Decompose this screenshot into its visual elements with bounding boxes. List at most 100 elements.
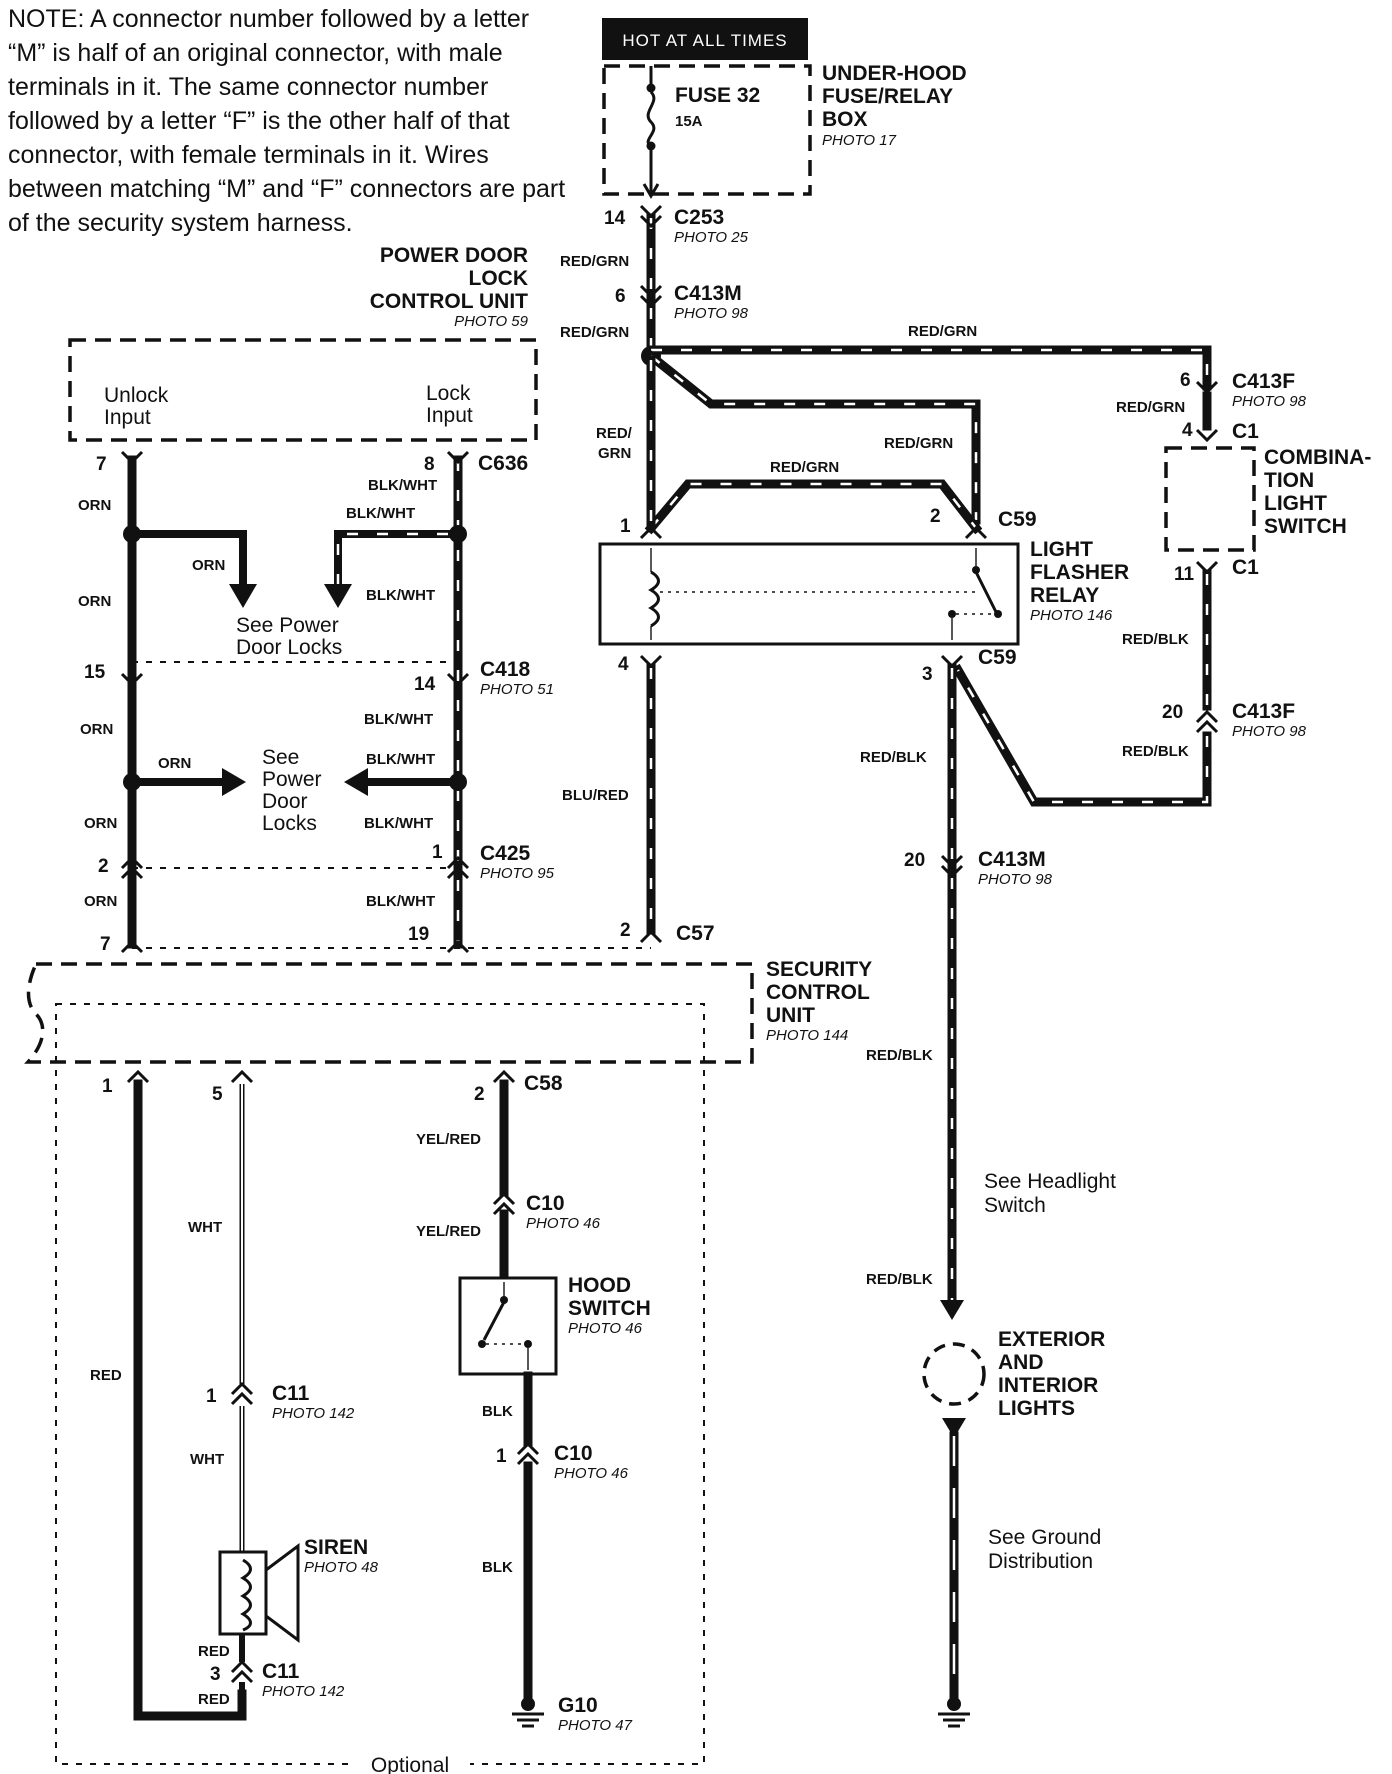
wire-label-blk-wht-2: BLK/WHT [346, 505, 415, 522]
c413f-top-photo: PHOTO 98 [1232, 393, 1307, 410]
wire-label-red-grn-top: RED/GRN [908, 323, 977, 340]
exterior-lights-title-2: AND [998, 1351, 1044, 1374]
door-lock-unit-title-2: LOCK [469, 267, 529, 290]
wire-red-grn-to-combo-stripe [651, 348, 1209, 386]
arrow-blk-wht-to-door-locks-1-stripe [336, 532, 448, 584]
ground-symbol-g10-icon [512, 1697, 544, 1728]
siren-photo: PHOTO 48 [304, 1559, 379, 1576]
c57-connector-icon [639, 929, 663, 944]
hood-switch-title-2: SWITCH [568, 1297, 651, 1320]
hood-switch-contact-left [478, 1340, 486, 1348]
wire-label-yel-red-1: YEL/RED [416, 1131, 481, 1148]
wire-label-blk-wht-6: BLK/WHT [364, 815, 433, 832]
c418-pin-14: 14 [414, 674, 436, 695]
relay-pin-2: 2 [930, 506, 941, 527]
wire-label-orn-2: ORN [192, 557, 225, 574]
security-unit-photo: PHOTO 144 [766, 1027, 848, 1044]
splice-orn-2 [123, 773, 141, 791]
wire-label-red-slash: RED/ [596, 425, 633, 442]
c418-pin-15: 15 [84, 662, 106, 683]
c413f-top-label: C413F [1232, 370, 1295, 393]
c413f-bottom-pin-20: 20 [1162, 702, 1183, 723]
c58-label: C58 [524, 1072, 563, 1095]
c11-bottom-label: C11 [262, 1660, 300, 1683]
wire-label-blk-2: BLK [482, 1559, 513, 1576]
c413f-top-pin-6: 6 [1180, 370, 1191, 391]
flasher-relay-photo: PHOTO 146 [1030, 607, 1113, 624]
security-unit-title-2: CONTROL [766, 981, 870, 1004]
c418-label: C418 [480, 658, 531, 681]
c636-pin8-icon [446, 450, 470, 465]
splice-blk-wht-2 [449, 773, 467, 791]
wire-label-orn-1: ORN [78, 497, 111, 514]
c59-bottom-label: C59 [978, 646, 1017, 669]
c413m-bottom-pin-20: 20 [904, 850, 925, 871]
wire-red-blk-combo-return [951, 663, 1212, 807]
hood-switch-photo: PHOTO 46 [568, 1320, 643, 1337]
c636-pin-8: 8 [424, 454, 435, 475]
relay-contact-arm-icon [974, 571, 998, 613]
c57-pin-2: 2 [620, 920, 631, 941]
wire-label-blk-1: BLK [482, 1403, 513, 1420]
see-headlight-line-1: See Headlight [984, 1170, 1116, 1193]
c253-photo: PHOTO 25 [674, 229, 749, 246]
c59-top-label: C59 [998, 508, 1037, 531]
lock-input-line-1: Lock [426, 382, 471, 405]
c413m-top-label: C413M [674, 282, 742, 305]
arrow-orn-head-2-icon [222, 768, 246, 796]
see-power-door-locks-1: See Power [236, 614, 339, 637]
arrow-orn-head-1-icon [229, 584, 257, 608]
fuse-terminal-top [646, 83, 656, 93]
security-pin-7: 7 [100, 934, 111, 955]
c11-top-connector-icon [230, 1381, 254, 1406]
wire-label-red-blk-2: RED/BLK [866, 1047, 933, 1064]
see-ground-line-1: See Ground [988, 1526, 1101, 1549]
c418-photo: PHOTO 51 [480, 681, 554, 698]
c11-top-photo: PHOTO 142 [272, 1405, 355, 1422]
fuse-terminal-bottom [646, 141, 656, 151]
security-control-unit-outline [24, 962, 754, 1064]
light-flasher-relay-box [598, 542, 1020, 646]
wire-label-red-blk-combo: RED/BLK [1122, 631, 1189, 648]
wire-label-blu-red: BLU/RED [562, 787, 629, 804]
siren-box [218, 1550, 268, 1636]
flasher-relay-title-2: FLASHER [1030, 561, 1129, 584]
security-unit-title-1: SECURITY [766, 958, 872, 981]
hood-switch-contact-right [524, 1340, 532, 1348]
c413f-bottom-connector-icon [1195, 709, 1219, 734]
combo-switch-title-3: LIGHT [1264, 492, 1327, 515]
relay-pin-1: 1 [620, 516, 631, 537]
relay-contact-top [972, 566, 980, 574]
wire-label-red-blk-combo-2: RED/BLK [1122, 743, 1189, 760]
wire-label-red: RED [90, 1367, 122, 1384]
relay-contact-right [994, 610, 1002, 618]
c413m-bottom-label: C413M [978, 848, 1046, 871]
fuse-arrow-icon [642, 183, 660, 199]
c425-pin-1: 1 [432, 842, 443, 863]
c636-pin-7: 7 [96, 454, 107, 475]
c10-bottom-connector-icon [516, 1441, 540, 1466]
see-power-door-locks-b1: See [262, 746, 299, 769]
wire-red-grn-relay-inner-stripe [650, 482, 977, 529]
fuse-rating: 15A [675, 113, 703, 130]
fuse-box-title-1: UNDER-HOOD [822, 62, 967, 85]
siren-horn-icon [264, 1543, 300, 1643]
combo-switch-title-4: SWITCH [1264, 515, 1347, 538]
c1-top-label: C1 [1232, 420, 1259, 443]
arrow-blk-wht-head-1-icon [324, 584, 352, 608]
c57-label: C57 [676, 922, 715, 945]
c1-top-pin-4: 4 [1182, 420, 1193, 441]
wire-label-blk-wht-4: BLK/WHT [364, 711, 433, 728]
arrow-blk-wht-head-2-icon [344, 768, 368, 796]
security-pin7-icon [120, 939, 144, 954]
c253-pin-14: 14 [604, 208, 626, 229]
c10-top-connector-icon [492, 1191, 516, 1216]
arrow-blk-wht-to-door-locks-1 [334, 530, 452, 588]
exterior-lights-title-3: INTERIOR [998, 1374, 1098, 1397]
ground-symbol-lights-icon [938, 1697, 970, 1728]
wire-label-yel-red-2: YEL/RED [416, 1223, 481, 1240]
c1-bottom-label: C1 [1232, 556, 1259, 579]
siren-label: SIREN [304, 1536, 368, 1559]
splice-orn-1 [123, 525, 141, 543]
